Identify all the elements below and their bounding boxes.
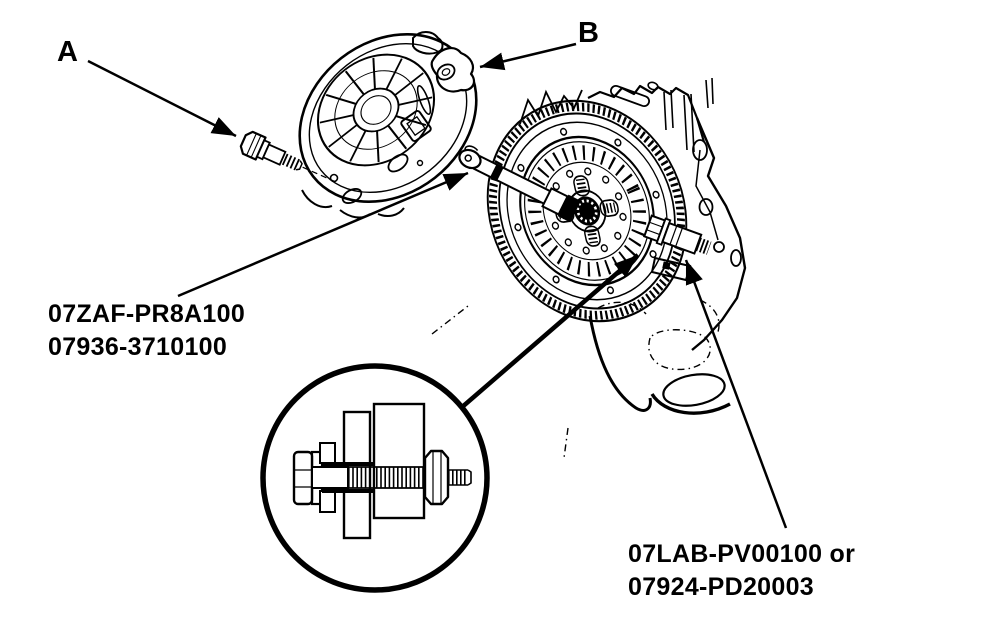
part-number-line: 07936-3710100: [48, 333, 228, 361]
cover-window: [400, 110, 432, 142]
alignment-tool-inset: [260, 363, 490, 593]
clutch-alignment-shaft: [458, 145, 581, 223]
callout-a-label: A: [57, 36, 78, 68]
pressure-plate: [298, 31, 478, 219]
pressure-plate-boss: [430, 47, 476, 93]
holder-tool-leader-arrow: [684, 259, 788, 529]
callout-b-arrow: [479, 42, 577, 71]
callout-b-label: B: [578, 17, 599, 49]
holder-tool-part-numbers: 07LAB-PV00100 or 07924-PD20003: [628, 538, 855, 604]
part-number-line: 07LAB-PV00100 or: [628, 540, 856, 568]
flywheel-and-clutch-disc: [486, 99, 688, 323]
flywheel-bolt-holes: [514, 127, 660, 295]
alignment-tool-leader-arrow: [177, 171, 469, 298]
ring-gear-holder-tool: [642, 214, 712, 282]
bolt-axis-dashed-line: [302, 166, 338, 184]
ring-gear-teeth: [489, 102, 685, 320]
shaft-handle: [458, 148, 482, 170]
callout-a-arrow: [87, 59, 237, 138]
inset-leader-arrow: [459, 253, 640, 410]
alignment-tool-part-numbers: 07ZAF-PR8A100 07936-3710100: [48, 298, 245, 364]
diaphragm-spring: [316, 53, 436, 167]
part-number-line: 07924-PD20003: [628, 573, 814, 601]
pilot-bolt: [239, 130, 338, 184]
flywheel-rim: [486, 99, 688, 323]
part-number-line: 07ZAF-PR8A100: [48, 300, 246, 328]
